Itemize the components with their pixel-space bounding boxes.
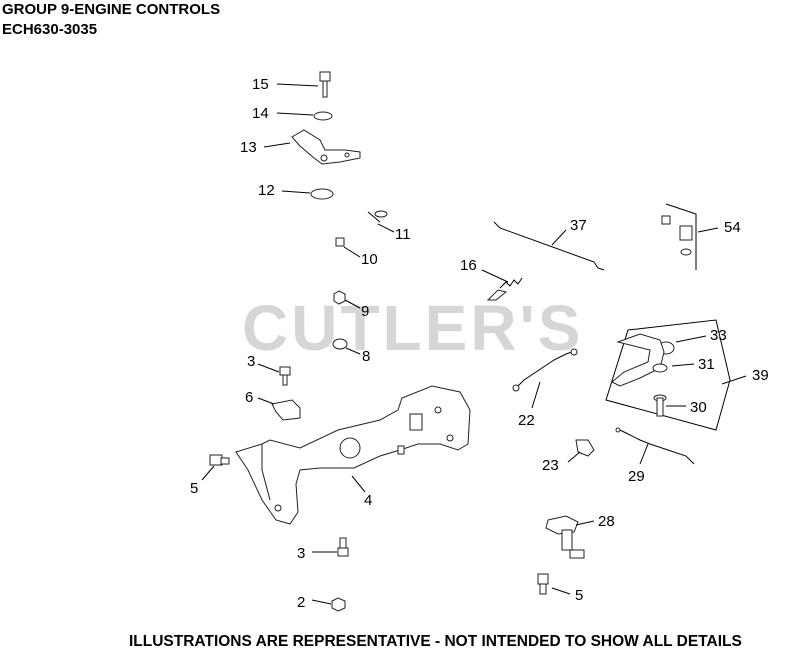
leader-6 — [257, 397, 275, 405]
leader-54 — [697, 227, 719, 233]
part-16-spring[interactable] — [486, 277, 523, 301]
leader-8 — [345, 347, 361, 355]
part-11-pin[interactable] — [367, 210, 388, 223]
exploded-parts-diagram: 15 14 13 12 11 10 9 8 3 6 — [190, 71, 769, 612]
leader-15 — [276, 83, 319, 87]
part-6-clip[interactable] — [271, 399, 301, 421]
part-31-throttle-lever[interactable] — [611, 333, 668, 387]
callout-12[interactable]: 12 — [258, 182, 275, 199]
leader-4 — [351, 475, 366, 493]
part-12-washer[interactable] — [310, 188, 334, 200]
callout-10[interactable]: 10 — [361, 251, 378, 268]
leader-12 — [281, 190, 311, 194]
callout-23[interactable]: 23 — [542, 457, 559, 474]
part-9-hex-nut[interactable] — [333, 290, 346, 305]
callout-5a[interactable]: 5 — [190, 480, 198, 497]
part-15-bolt[interactable] — [319, 71, 331, 98]
disclaimer-footer: ILLUSTRATIONS ARE REPRESENTATIVE - NOT I… — [129, 633, 742, 650]
leader-3a — [257, 363, 280, 373]
leader-16 — [481, 269, 509, 283]
part-23-clip[interactable] — [575, 439, 595, 457]
callout-3b[interactable]: 3 — [297, 545, 305, 562]
leader-23 — [567, 451, 581, 463]
part-4-control-bracket[interactable] — [235, 385, 471, 525]
leader-33 — [675, 335, 707, 343]
part-5-stud-left[interactable] — [209, 454, 230, 466]
part-54-connector[interactable] — [661, 215, 693, 256]
callout-11[interactable]: 11 — [395, 226, 411, 243]
part-29-spring[interactable] — [615, 427, 695, 465]
model-number: ECH630-3035 — [2, 21, 98, 38]
callout-29[interactable]: 29 — [628, 468, 645, 485]
callout-14[interactable]: 14 — [252, 105, 269, 122]
leader-31 — [671, 363, 695, 367]
leader-9 — [344, 299, 361, 309]
leader-2 — [311, 599, 332, 605]
callout-31[interactable]: 31 — [698, 356, 715, 373]
callout-2[interactable]: 2 — [297, 594, 305, 611]
part-2-nut[interactable] — [331, 597, 346, 612]
part-30-pin[interactable] — [653, 394, 667, 417]
callout-16[interactable]: 16 — [460, 257, 477, 274]
part-22-spring[interactable] — [512, 348, 578, 392]
leader-13 — [263, 142, 291, 148]
callout-4[interactable]: 4 — [364, 492, 372, 509]
part-8-nut[interactable] — [332, 338, 348, 350]
leader-29 — [639, 443, 649, 465]
callout-8[interactable]: 8 — [362, 348, 370, 365]
callout-5b[interactable]: 5 — [575, 587, 583, 604]
leader-39 — [721, 375, 747, 385]
callout-15[interactable]: 15 — [252, 76, 269, 93]
part-10-nut[interactable] — [335, 237, 345, 247]
leader-10 — [343, 246, 361, 258]
leader-5b — [551, 587, 571, 595]
callout-6[interactable]: 6 — [245, 389, 253, 406]
callout-9[interactable]: 9 — [361, 303, 369, 320]
callout-54[interactable]: 54 — [724, 219, 741, 236]
callout-3a[interactable]: 3 — [247, 353, 255, 370]
callout-13[interactable]: 13 — [240, 139, 257, 156]
part-37-rod[interactable] — [493, 221, 605, 271]
leader-28 — [575, 520, 595, 526]
part-3-bolt-upper[interactable] — [279, 366, 291, 386]
part-3-bolt-lower[interactable] — [337, 537, 349, 557]
leader-14 — [276, 112, 314, 116]
cutlers-watermark: CUTLER'S — [242, 292, 584, 364]
leader-37 — [551, 229, 567, 246]
callout-30[interactable]: 30 — [690, 399, 707, 416]
part-5-stud-right[interactable] — [537, 573, 549, 595]
callout-28[interactable]: 28 — [598, 513, 615, 530]
part-14-washer[interactable] — [313, 111, 333, 121]
page-title: GROUP 9-ENGINE CONTROLS — [2, 1, 221, 18]
callout-33[interactable]: 33 — [710, 327, 727, 344]
callout-22[interactable]: 22 — [518, 412, 535, 429]
leader-11 — [377, 223, 395, 233]
part-28-bracket[interactable] — [545, 515, 585, 559]
callout-39[interactable]: 39 — [752, 367, 769, 384]
callout-37[interactable]: 37 — [570, 217, 587, 234]
leader-22 — [531, 381, 541, 409]
part-13-lever-bracket[interactable] — [291, 129, 361, 165]
part-54-frame — [665, 203, 697, 270]
leader-5a — [201, 465, 215, 481]
